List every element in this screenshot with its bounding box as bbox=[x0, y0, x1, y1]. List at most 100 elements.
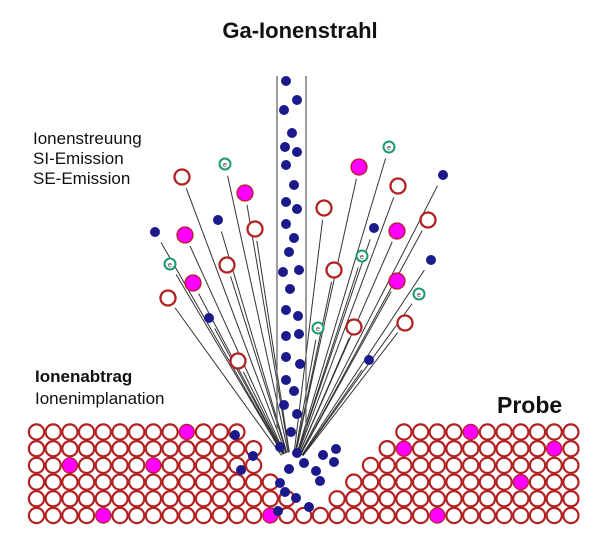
trajectory-line bbox=[189, 245, 285, 454]
ga-ion bbox=[284, 464, 294, 474]
sample-atom bbox=[127, 423, 146, 441]
sample-atom bbox=[244, 506, 263, 525]
sputtered-foreign-atom bbox=[184, 274, 202, 292]
sample-atom bbox=[411, 506, 430, 525]
trajectory-line bbox=[175, 274, 284, 455]
trajectory-line bbox=[227, 175, 289, 453]
sample-atom bbox=[111, 506, 129, 525]
scattered-ga-ion bbox=[426, 255, 436, 265]
sample-atom bbox=[411, 440, 430, 458]
scattered-ga-ion bbox=[369, 223, 379, 233]
sample-atom bbox=[44, 440, 62, 458]
ion-beam-column bbox=[276, 76, 307, 430]
sample-atom bbox=[77, 506, 96, 525]
ga-ion bbox=[279, 400, 289, 410]
sample-atom bbox=[178, 456, 196, 475]
sample-atom bbox=[161, 440, 179, 458]
sample-atom bbox=[445, 456, 463, 475]
sample-atom bbox=[361, 473, 380, 491]
scattered-ga-ion bbox=[364, 355, 374, 365]
sample-atom bbox=[194, 440, 213, 458]
sample-atom bbox=[27, 456, 46, 475]
trajectory-line bbox=[256, 240, 290, 453]
sample-atom bbox=[428, 456, 446, 475]
ga-ion bbox=[291, 493, 301, 503]
ga-ion bbox=[315, 476, 325, 486]
sample-atom bbox=[395, 490, 413, 508]
sputtered-foreign-atom bbox=[388, 272, 406, 290]
ga-ion bbox=[281, 160, 291, 170]
ga-ion bbox=[279, 105, 289, 115]
sample-atom bbox=[94, 490, 113, 508]
sample-atom bbox=[194, 490, 213, 508]
sample-atom bbox=[528, 473, 547, 491]
sample-atom bbox=[395, 506, 413, 525]
sputtered-sample-atom bbox=[325, 261, 343, 279]
ga-ion bbox=[293, 311, 303, 321]
trajectory-line bbox=[160, 242, 284, 455]
sample-atom bbox=[77, 440, 96, 458]
sample-atom bbox=[211, 473, 229, 491]
sample-atom bbox=[161, 490, 179, 508]
sample-atom bbox=[194, 456, 213, 475]
implanted-atom bbox=[178, 423, 195, 441]
ga-ion bbox=[331, 444, 341, 454]
sample-atom bbox=[144, 490, 163, 508]
ga-ion bbox=[285, 284, 295, 294]
electron-ring bbox=[382, 140, 396, 154]
sample-atom bbox=[411, 490, 430, 508]
sample-atom bbox=[378, 490, 396, 508]
ga-ion bbox=[292, 147, 302, 157]
sample-atom bbox=[211, 490, 229, 508]
sputtered-sample-atom bbox=[246, 220, 264, 238]
sample-atom bbox=[311, 506, 330, 525]
sample-atom bbox=[27, 440, 46, 458]
sample-atom bbox=[345, 506, 363, 525]
sample-atom bbox=[77, 423, 96, 441]
sample-atom bbox=[445, 423, 463, 441]
sample-atom bbox=[27, 423, 46, 441]
sample-atom bbox=[161, 506, 179, 525]
sample-atom bbox=[528, 490, 547, 508]
sample-atom bbox=[61, 490, 79, 508]
sample-lattice bbox=[27, 423, 580, 525]
sample-atom bbox=[495, 440, 513, 458]
sample-atom bbox=[161, 473, 179, 491]
process-ion-scattering: Ionenstreuung bbox=[33, 129, 142, 148]
sputtered-sample-atom bbox=[218, 256, 236, 274]
sample-atom bbox=[111, 473, 129, 491]
sample-atom bbox=[77, 473, 96, 491]
trajectory-line bbox=[295, 178, 357, 453]
ga-ion bbox=[292, 448, 302, 458]
scattered-ga-ion bbox=[150, 227, 160, 237]
trajectory-line bbox=[246, 204, 290, 453]
sample-atom bbox=[61, 440, 79, 458]
trajectory-line bbox=[298, 337, 350, 454]
sputtered-foreign-atom bbox=[176, 226, 194, 244]
sample-atom bbox=[478, 456, 497, 475]
ga-ion bbox=[318, 450, 328, 460]
electron-symbol: e bbox=[168, 262, 172, 269]
sample-atom bbox=[378, 440, 396, 458]
sample-label: Probe bbox=[497, 392, 563, 418]
sputtered-sample-atom bbox=[345, 318, 363, 336]
sample-atom bbox=[512, 440, 530, 458]
trajectory-line bbox=[242, 371, 285, 455]
process-se-emission: SE-Emission bbox=[33, 169, 131, 188]
implanted-atom bbox=[145, 457, 162, 474]
ga-ion bbox=[287, 128, 297, 138]
sample-atom bbox=[562, 440, 580, 458]
ga-ion bbox=[275, 478, 285, 488]
implanted-atom bbox=[512, 473, 530, 491]
sample-atom bbox=[528, 423, 547, 441]
sample-atom bbox=[545, 456, 563, 475]
sample-atom bbox=[462, 473, 480, 491]
sample-atom bbox=[528, 440, 547, 458]
sample-atom bbox=[178, 473, 196, 491]
ga-ion bbox=[281, 352, 291, 362]
sample-atom bbox=[178, 506, 196, 525]
ga-ion bbox=[273, 506, 283, 516]
sample-atom bbox=[478, 423, 497, 441]
sample-atom bbox=[144, 423, 163, 441]
